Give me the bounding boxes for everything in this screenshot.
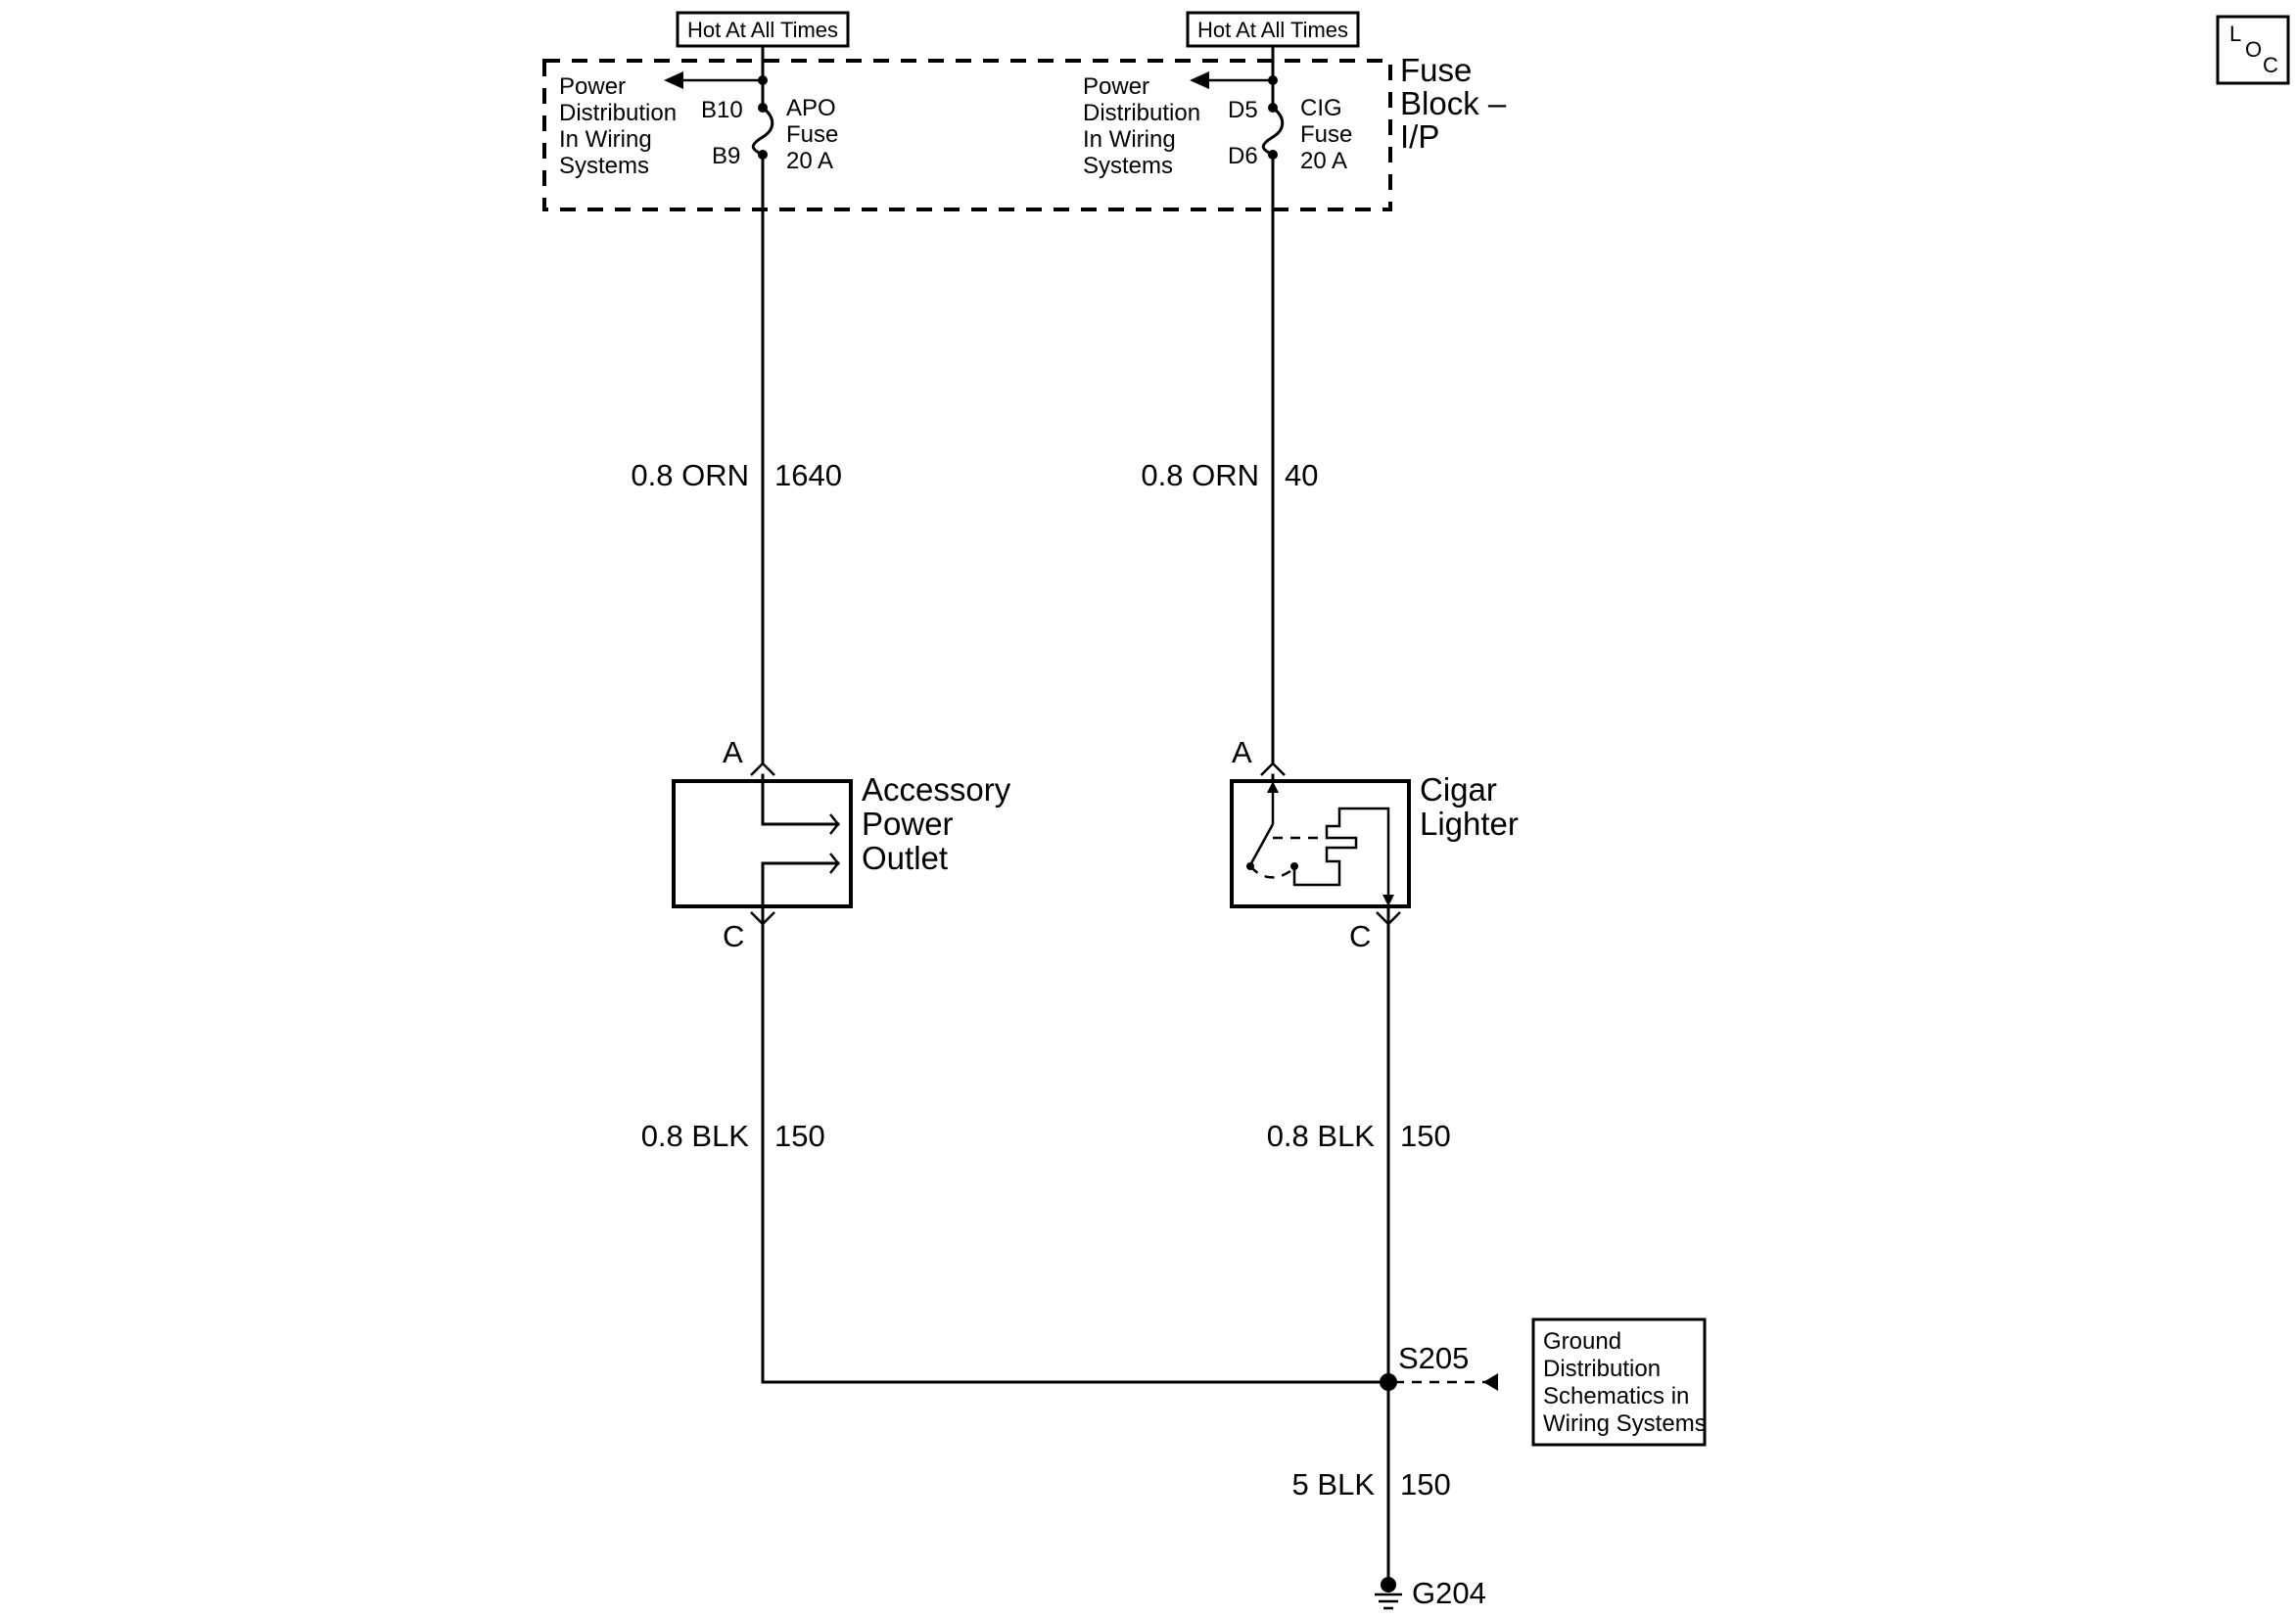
fuse-block-label: Fuse Block – I/P <box>1400 52 1507 155</box>
apo-pin-a-label: A <box>723 735 743 769</box>
svg-text:Systems: Systems <box>1083 153 1173 179</box>
svg-text:APO: APO <box>786 95 836 121</box>
ground-distribution-box: Ground Distribution Schematics in Wiring… <box>1531 1317 1707 1447</box>
svg-text:0.8 BLK: 0.8 BLK <box>641 1119 750 1153</box>
svg-text:Power: Power <box>862 806 954 842</box>
ground-g204-label: G204 <box>1412 1576 1486 1610</box>
svg-text:Accessory: Accessory <box>862 771 1011 808</box>
svg-text:B9: B9 <box>712 143 740 169</box>
cig-pin-c-label: C <box>1349 919 1371 953</box>
accessory-power-outlet: Accessory Power Outlet <box>672 771 1011 908</box>
apo-outlet-contact-top <box>761 779 840 826</box>
svg-text:1640: 1640 <box>774 458 842 492</box>
loc-icon: L O C <box>2216 15 2290 85</box>
svg-text:0.8 ORN: 0.8 ORN <box>1141 458 1259 492</box>
loc-letter-o: O <box>2245 37 2262 62</box>
apo-feed-wire-label: 0.8 ORN 1640 <box>631 458 842 492</box>
svg-text:Distribution: Distribution <box>1543 1356 1661 1382</box>
hot-label-left: Hot At All Times <box>676 11 850 48</box>
cig-fuse-element <box>1261 105 1285 157</box>
ground-g204-icon <box>1375 1577 1402 1610</box>
cig-fuse: D5 D6 CIG Fuse 20 A <box>1228 95 1352 174</box>
cig-connector-a <box>1260 762 1286 776</box>
apo-fuse: B10 B9 APO Fuse 20 A <box>701 95 838 174</box>
loc-letter-c: C <box>2263 53 2278 77</box>
power-distribution-left: Power Distribution In Wiring Systems <box>559 73 677 179</box>
apo-pin-c-label: C <box>723 919 744 953</box>
loc-letter-l: L <box>2229 22 2241 46</box>
cig-lighter-switch <box>1249 823 1275 864</box>
svg-text:D5: D5 <box>1228 97 1258 123</box>
apo-power-distribution-arrowhead <box>664 71 683 89</box>
svg-text:Fuse: Fuse <box>786 121 838 148</box>
svg-text:0.8 ORN: 0.8 ORN <box>631 458 749 492</box>
svg-text:40: 40 <box>1285 458 1318 492</box>
svg-text:Cigar: Cigar <box>1420 771 1497 808</box>
cig-pin-a-label: A <box>1232 735 1252 769</box>
svg-text:CIG: CIG <box>1300 95 1342 121</box>
svg-text:Fuse: Fuse <box>1400 52 1472 88</box>
cig-feed-wire-label: 0.8 ORN 40 <box>1141 458 1318 492</box>
splice-s205-label: S205 <box>1398 1341 1469 1375</box>
svg-text:Hot At All Times: Hot At All Times <box>1197 18 1348 42</box>
cig-lighter-element <box>1292 807 1390 901</box>
svg-text:20 A: 20 A <box>786 148 833 174</box>
svg-text:Power: Power <box>559 73 626 100</box>
svg-text:20 A: 20 A <box>1300 148 1347 174</box>
apo-connector-a <box>750 762 775 776</box>
svg-text:In Wiring: In Wiring <box>1083 126 1176 153</box>
ground-distribution-arrowhead <box>1483 1373 1498 1391</box>
svg-text:150: 150 <box>1400 1119 1451 1153</box>
main-ground-wire-label: 5 BLK 150 <box>1292 1467 1451 1502</box>
splice-s205-node <box>1380 1373 1397 1391</box>
apo-ground-wire <box>761 922 1390 1384</box>
apo-outlet-contact-bottom <box>761 861 840 908</box>
svg-text:I/P: I/P <box>1400 118 1439 155</box>
cigar-lighter: Cigar Lighter <box>1230 771 1519 908</box>
svg-text:Systems: Systems <box>559 153 649 179</box>
svg-text:Power: Power <box>1083 73 1149 100</box>
svg-text:Outlet: Outlet <box>862 840 948 876</box>
cig-ground-wire-label: 0.8 BLK 150 <box>1267 1119 1451 1153</box>
svg-text:Wiring Systems: Wiring Systems <box>1543 1410 1707 1437</box>
svg-text:Hot At All Times: Hot At All Times <box>687 18 838 42</box>
svg-text:In Wiring: In Wiring <box>559 126 652 153</box>
svg-text:D6: D6 <box>1228 143 1258 169</box>
svg-text:Ground: Ground <box>1543 1328 1621 1355</box>
svg-text:150: 150 <box>774 1119 825 1153</box>
svg-text:Lighter: Lighter <box>1420 806 1519 842</box>
svg-text:Block –: Block – <box>1400 85 1507 121</box>
apo-fuse-element <box>751 105 774 157</box>
svg-text:Distribution: Distribution <box>559 100 677 126</box>
svg-text:B10: B10 <box>701 97 743 123</box>
apo-ground-wire-label: 0.8 BLK 150 <box>641 1119 825 1153</box>
svg-text:0.8 BLK: 0.8 BLK <box>1267 1119 1376 1153</box>
power-distribution-right: Power Distribution In Wiring Systems <box>1083 73 1200 179</box>
hot-label-right: Hot At All Times <box>1186 11 1360 48</box>
fuse-block-outline <box>542 59 1392 211</box>
svg-text:150: 150 <box>1400 1467 1451 1502</box>
svg-text:Fuse: Fuse <box>1300 121 1352 148</box>
svg-text:5 BLK: 5 BLK <box>1292 1467 1376 1502</box>
svg-text:Schematics in: Schematics in <box>1543 1383 1689 1409</box>
cig-power-distribution-arrowhead <box>1190 71 1209 89</box>
svg-text:Distribution: Distribution <box>1083 100 1200 126</box>
cig-lighter-body <box>1230 779 1411 908</box>
